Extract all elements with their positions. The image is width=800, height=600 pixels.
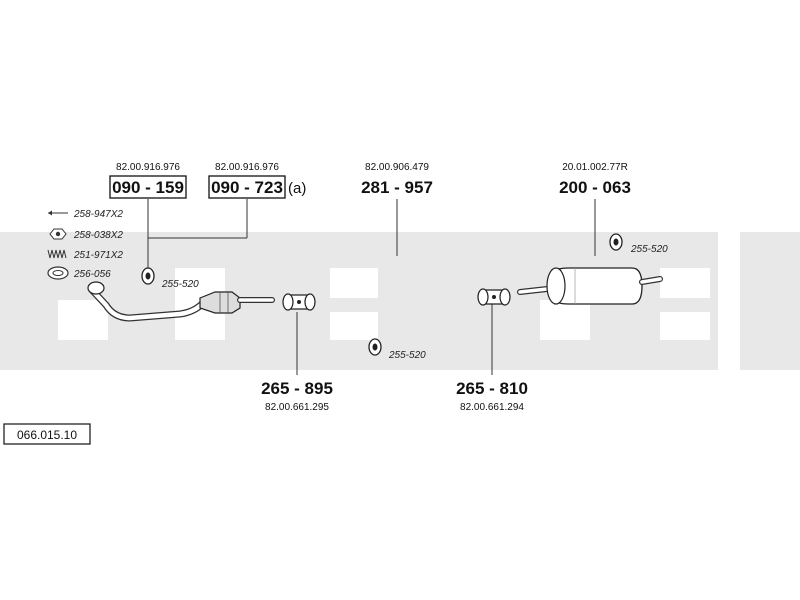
part-ref-1: 82.00.916.976 <box>116 162 180 173</box>
part-number-1: 090 - 159 <box>112 178 184 197</box>
accessory-spring <box>47 249 67 259</box>
part-suffix-2: (a) <box>288 180 306 197</box>
hanger-label-3: 255-520 <box>630 244 668 255</box>
bottom-part-ref-1: 82.00.661.295 <box>265 402 329 413</box>
rubber-hanger-3 <box>609 233 623 251</box>
rubber-hanger-1 <box>141 267 155 285</box>
part-box-1 <box>109 175 187 199</box>
diagram-code-box <box>3 423 91 445</box>
accessory-label-3: 251-971X2 <box>73 250 123 261</box>
part-number-3: 281 - 957 <box>361 178 433 197</box>
part-box-2 <box>208 175 286 199</box>
accessory-label-4: 256-056 <box>73 269 111 280</box>
hanger-label-2: 255-520 <box>388 350 426 361</box>
diagram-code: 066.015.10 <box>17 428 77 442</box>
clamp-265-895 <box>282 293 316 311</box>
part-number-2: 090 - 723 <box>211 178 283 197</box>
accessory-nut <box>49 228 67 240</box>
accessory-label-1: 258-947X2 <box>73 209 123 220</box>
bottom-part-number-2: 265 - 810 <box>456 379 528 398</box>
leader-lines <box>147 199 596 375</box>
rear-silencer <box>517 267 663 305</box>
watermark-cutouts <box>58 232 740 370</box>
part-ref-3: 82.00.906.479 <box>365 162 429 173</box>
part-ref-4: 20.01.002.77R <box>562 162 628 173</box>
accessory-label-2: 258-038X2 <box>73 230 123 241</box>
bottom-part-number-1: 265 - 895 <box>261 379 333 398</box>
part-number-4: 200 - 063 <box>559 178 631 197</box>
hanger-label-1: 255-520 <box>161 279 199 290</box>
accessory-bolt <box>48 210 68 216</box>
front-pipe-catalyst <box>87 281 275 322</box>
clamp-265-810 <box>477 288 511 306</box>
rubber-hanger-2 <box>368 338 382 356</box>
part-ref-2: 82.00.916.976 <box>215 162 279 173</box>
bottom-part-ref-2: 82.00.661.294 <box>460 402 524 413</box>
accessory-gasket <box>47 266 69 280</box>
